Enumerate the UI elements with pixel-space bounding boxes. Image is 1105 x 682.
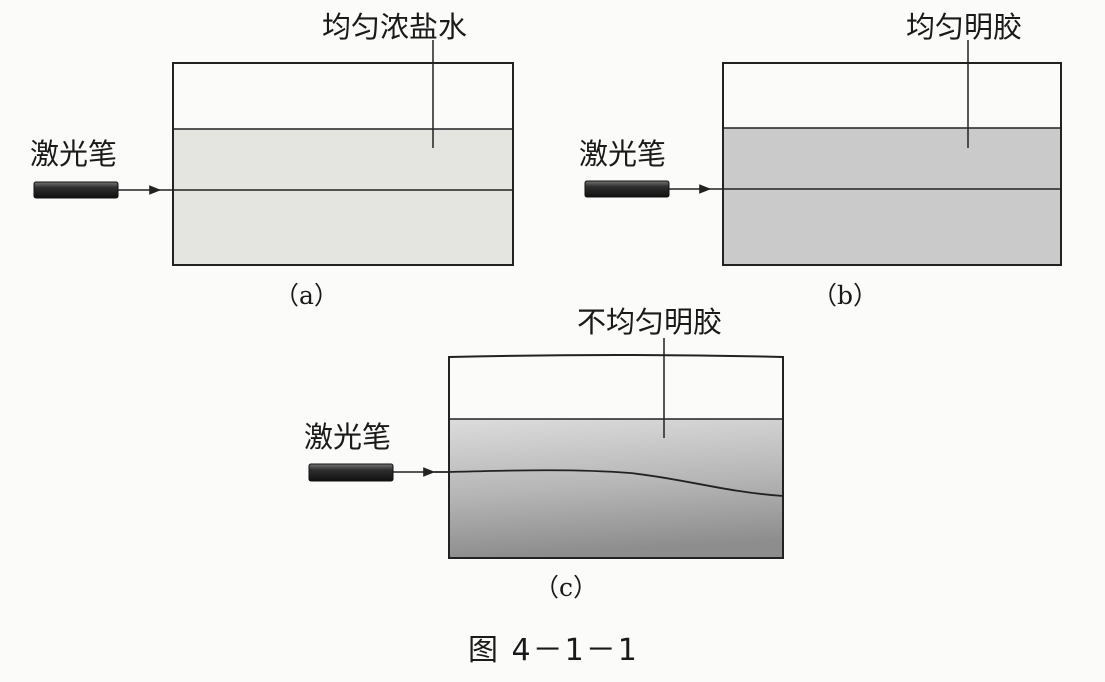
tank-a-outline: [172, 62, 514, 266]
tank-c-outline: [448, 354, 784, 559]
panel-c: [308, 338, 784, 559]
laser-a-label: 激光笔: [30, 137, 118, 171]
medium-b-label: 均匀明胶: [906, 10, 1023, 44]
medium-a-label: 均匀浓盐水: [322, 10, 468, 44]
laser-pen-b: [584, 180, 670, 198]
laser-b-label: 激光笔: [579, 137, 667, 171]
caption-b: （b）: [812, 281, 879, 310]
medium-c-label: 不均匀明胶: [577, 305, 723, 339]
laser-pen-a: [33, 181, 119, 199]
laser-pen-c: [308, 463, 394, 482]
caption-c: （c）: [534, 573, 599, 602]
tank-c-liquid: [449, 419, 783, 558]
tank-a-liquid: [173, 129, 513, 265]
panel-b: [584, 40, 1062, 266]
laser-c-label: 激光笔: [304, 420, 392, 454]
caption-a: （a）: [274, 281, 339, 310]
light-path-c: [434, 469, 784, 497]
panel-a: [33, 40, 514, 266]
figure-caption: 图 4－1－1: [468, 633, 639, 668]
tank-b-liquid: [723, 128, 1061, 265]
tank-b-outline: [722, 62, 1062, 266]
